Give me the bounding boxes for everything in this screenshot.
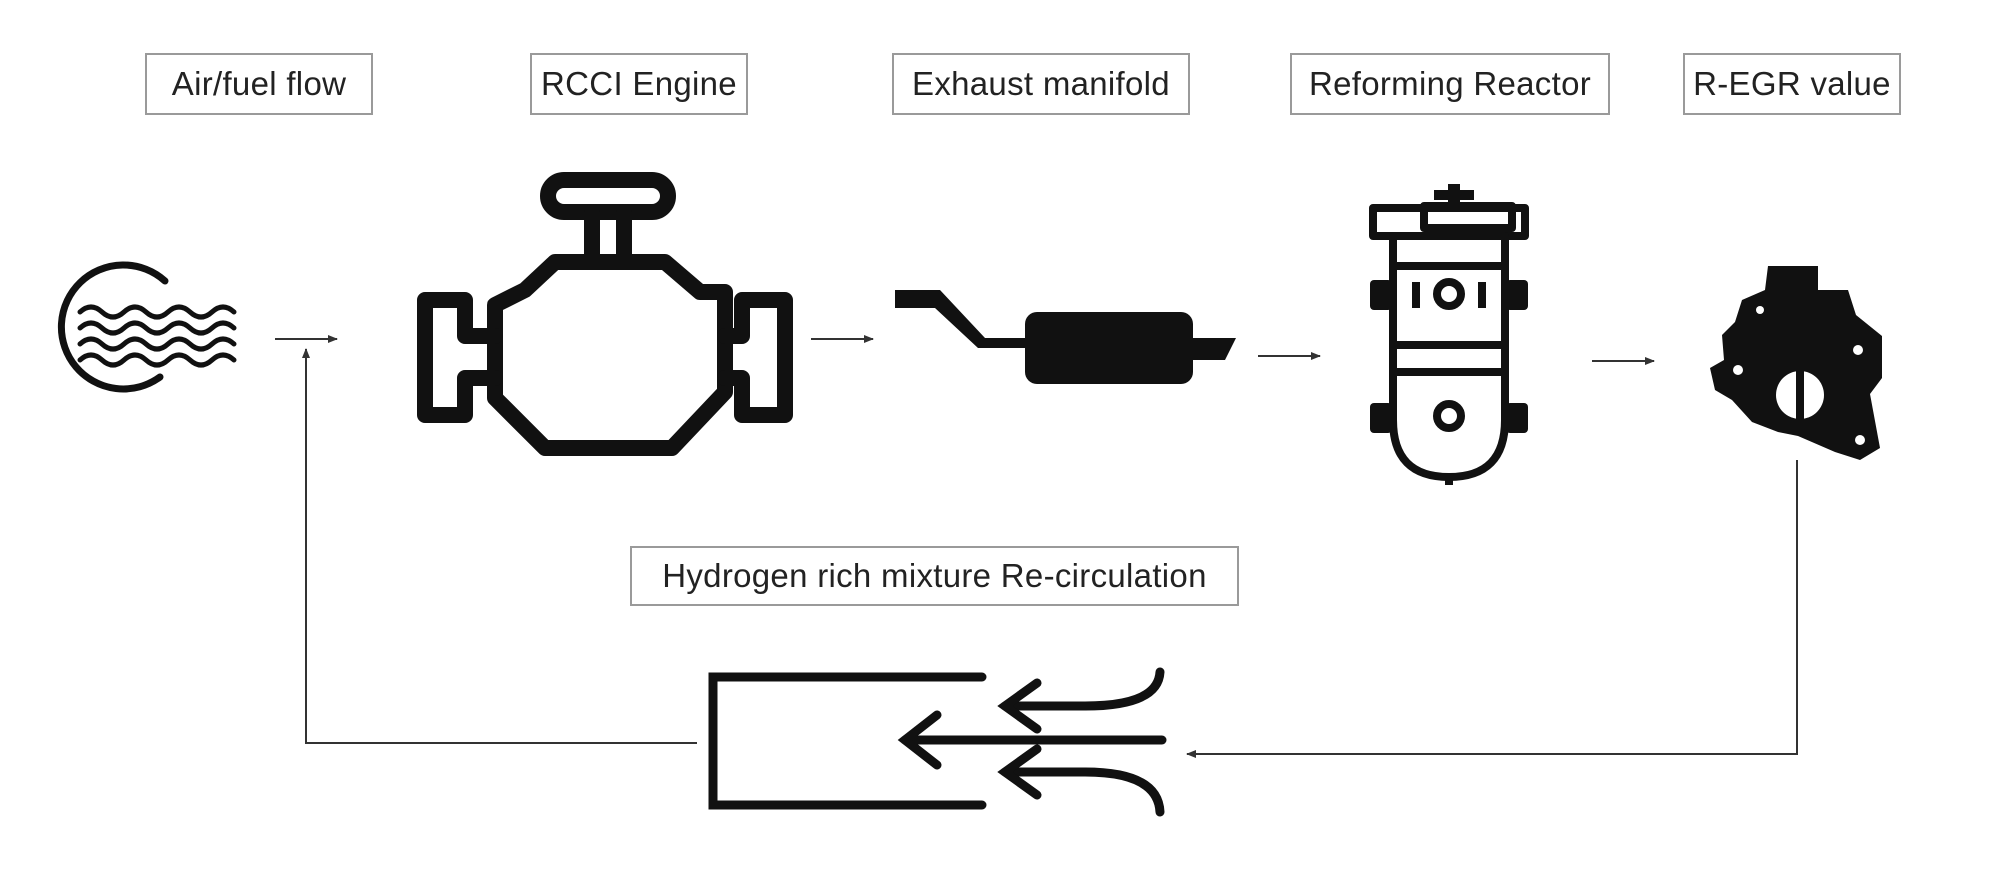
flow-connectors — [275, 335, 1798, 758]
egr-valve-icon — [1710, 266, 1882, 460]
air-fuel-flow-icon — [57, 261, 237, 393]
return-line-recirculation-to-inlet — [302, 348, 697, 744]
air-fuel-flow-label: Air/fuel flow — [145, 53, 373, 115]
exhaust-pipe-icon — [895, 290, 1236, 384]
reforming-reactor-label: Reforming Reactor — [1290, 53, 1610, 115]
rcci-engine-label: RCCI Engine — [530, 53, 748, 115]
exhaust-manifold-label: Exhaust manifold — [892, 53, 1190, 115]
recirculation-icon — [708, 667, 1167, 817]
return-line-valve-to-recirculation — [1186, 460, 1798, 758]
recirculation-label: Hydrogen rich mixture Re-circulation — [630, 546, 1239, 606]
r-egr-valve-label: R-EGR value — [1683, 53, 1901, 115]
engine-icon — [417, 172, 793, 456]
reforming-reactor-icon — [1369, 184, 1529, 485]
